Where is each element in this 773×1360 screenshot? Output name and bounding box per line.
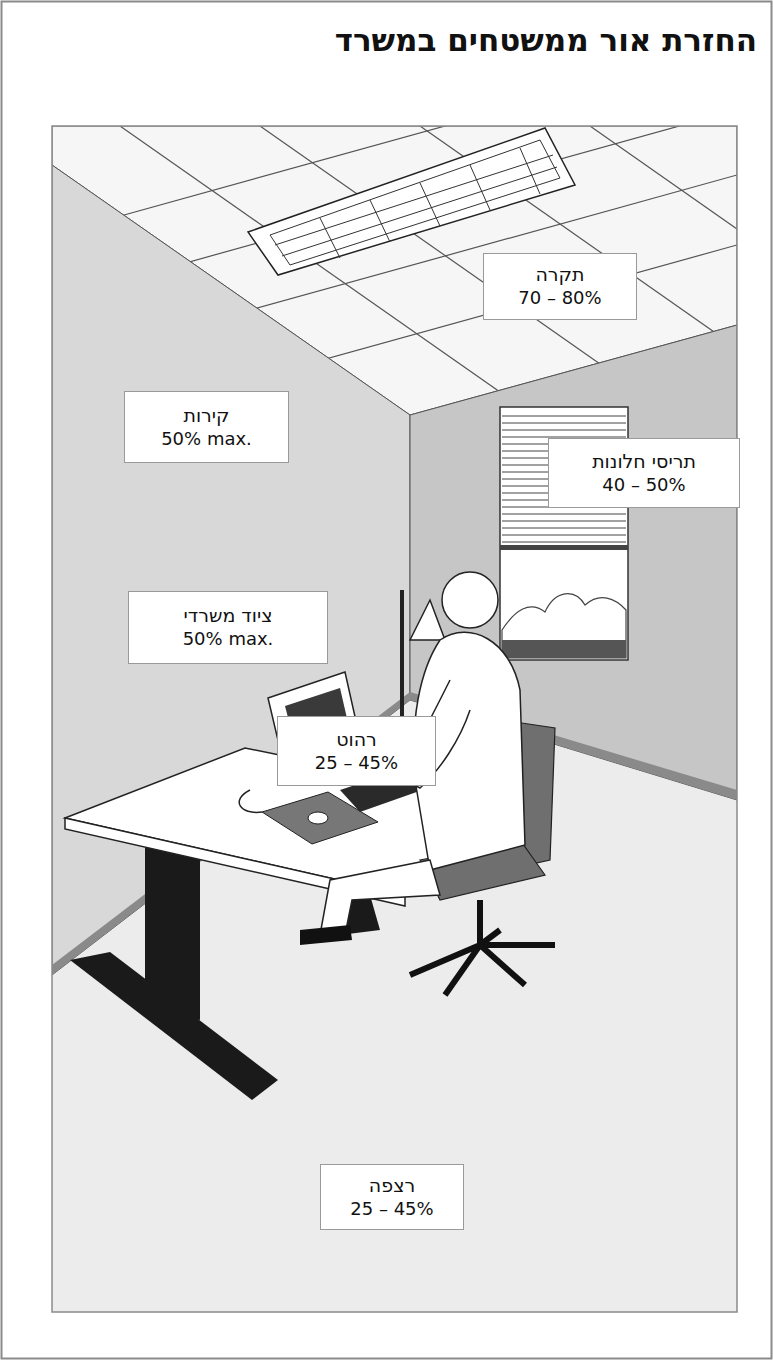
surface-name: רצפה xyxy=(369,1174,415,1198)
reflectance-label: ציוד משרדי50% max. xyxy=(128,591,328,664)
reflectance-value: 50% max. xyxy=(161,428,252,451)
person-feet xyxy=(300,925,352,945)
surface-name: תקרה xyxy=(535,263,584,287)
surface-name: תריסי חלונות xyxy=(592,450,696,474)
reflectance-value: 25 – 45% xyxy=(350,1198,433,1221)
desk-foot xyxy=(70,952,278,1100)
reflectance-label: תקרה70 – 80% xyxy=(483,253,637,320)
reflectance-value: 40 – 50% xyxy=(602,474,685,497)
fixture-grid xyxy=(275,148,557,258)
surface-name: ציוד משרדי xyxy=(184,604,273,628)
clouds xyxy=(502,594,626,658)
computer xyxy=(239,672,445,844)
landscape xyxy=(502,640,626,658)
reflectance-label: רצפה25 – 45% xyxy=(320,1164,464,1230)
reflectance-value: 70 – 80% xyxy=(518,287,601,310)
diagram-title: החזרת אור ממשטחים במשרד xyxy=(20,22,757,59)
person-legs xyxy=(320,860,440,935)
phone-cord xyxy=(239,790,262,812)
surface-name: קירות xyxy=(183,404,229,428)
blinds-rail xyxy=(500,545,628,550)
reflectance-value: 50% max. xyxy=(183,628,274,651)
reflectance-value: 25 – 45% xyxy=(315,752,398,775)
fixture-lens xyxy=(270,140,560,265)
surface-name: רהוט xyxy=(336,728,377,752)
lamp-shade xyxy=(410,600,445,640)
chair-base xyxy=(410,900,555,995)
reflectance-label: קירות50% max. xyxy=(124,391,289,463)
person-head xyxy=(442,572,498,628)
floor xyxy=(52,126,737,1312)
room xyxy=(52,126,737,1312)
reflectance-label: רהוט25 – 45% xyxy=(277,716,436,786)
reflectance-label: תריסי חלונות40 – 50% xyxy=(548,438,740,508)
mouse xyxy=(308,812,328,824)
illustration-frame xyxy=(52,126,737,1312)
